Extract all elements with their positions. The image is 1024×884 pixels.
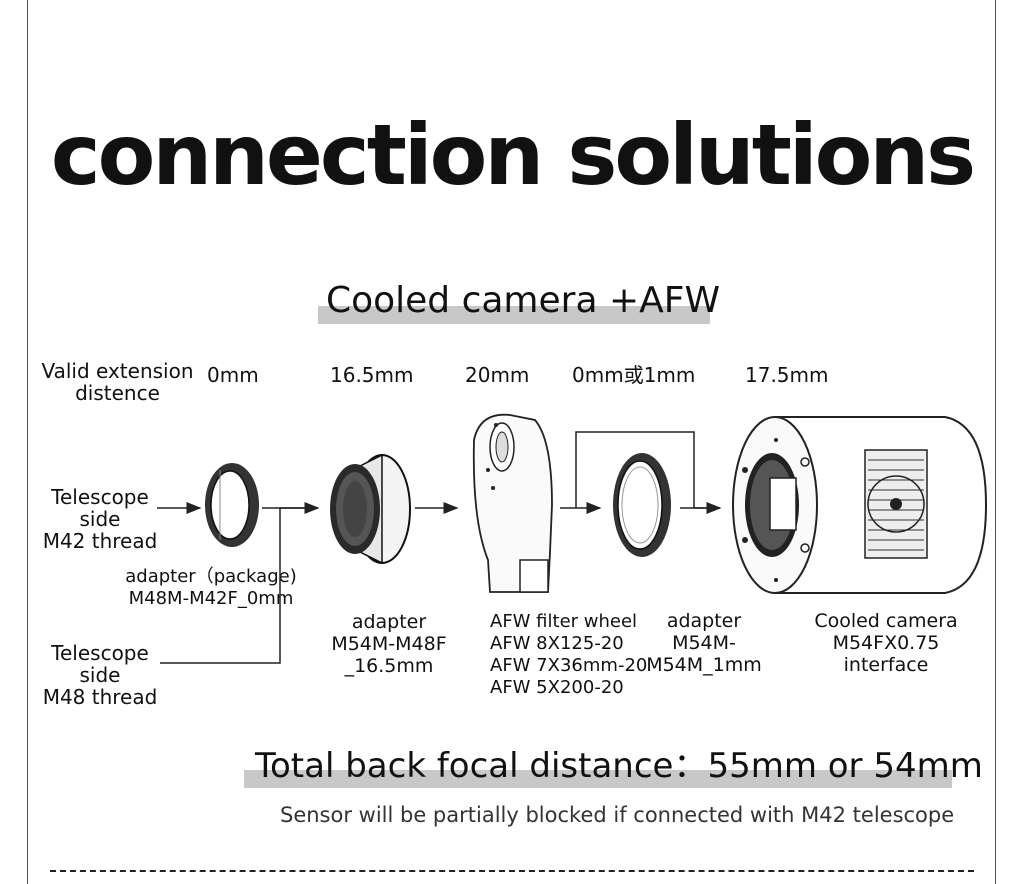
page-title: connection solutions <box>50 106 976 204</box>
extension-header: Valid extension distence <box>41 359 194 405</box>
adapter-m48-tube <box>330 453 411 565</box>
total-back-focal: Total back focal distance：55mm or 54mm <box>255 746 983 786</box>
adapter-m42-label: adapter（package) M48M-M42F_0mm <box>125 566 297 609</box>
distance-adapter-m42: 0mm <box>207 363 259 387</box>
adapter-m54-ring <box>613 453 671 557</box>
sensor-note: Sensor will be partially blocked if conn… <box>280 803 955 827</box>
subtitle-highlight <box>318 306 710 324</box>
adapter-m42-ring <box>205 463 259 547</box>
adapter-m48-label: adapter M54M-M48F _16.5mm <box>331 611 447 677</box>
total-highlight <box>244 770 952 788</box>
distance-adapter-m48: 16.5mm <box>330 363 414 387</box>
distance-camera: 17.5mm <box>745 363 829 387</box>
distance-filter-wheel: 20mm <box>465 363 530 387</box>
telescope-m48-label: Telescope side M48 thread <box>42 641 158 709</box>
subtitle: Cooled camera +AFW <box>325 280 721 321</box>
telescope-m42-label: Telescope side M42 thread <box>42 485 158 553</box>
page-frame <box>27 0 996 884</box>
dashed-divider <box>50 870 974 872</box>
cooled-camera-body <box>732 416 988 594</box>
filter-wheel-label: AFW filter wheel AFW 8X125-20 AFW 7X36mm… <box>490 611 648 698</box>
camera-label: Cooled camera M54FX0.75 interface <box>814 610 958 676</box>
distance-adapter-m54: 0mm或1mm <box>572 363 696 387</box>
adapter-m54-label: adapter M54M-M54M_1mm <box>646 610 762 676</box>
filter-wheel-shape <box>472 413 553 593</box>
